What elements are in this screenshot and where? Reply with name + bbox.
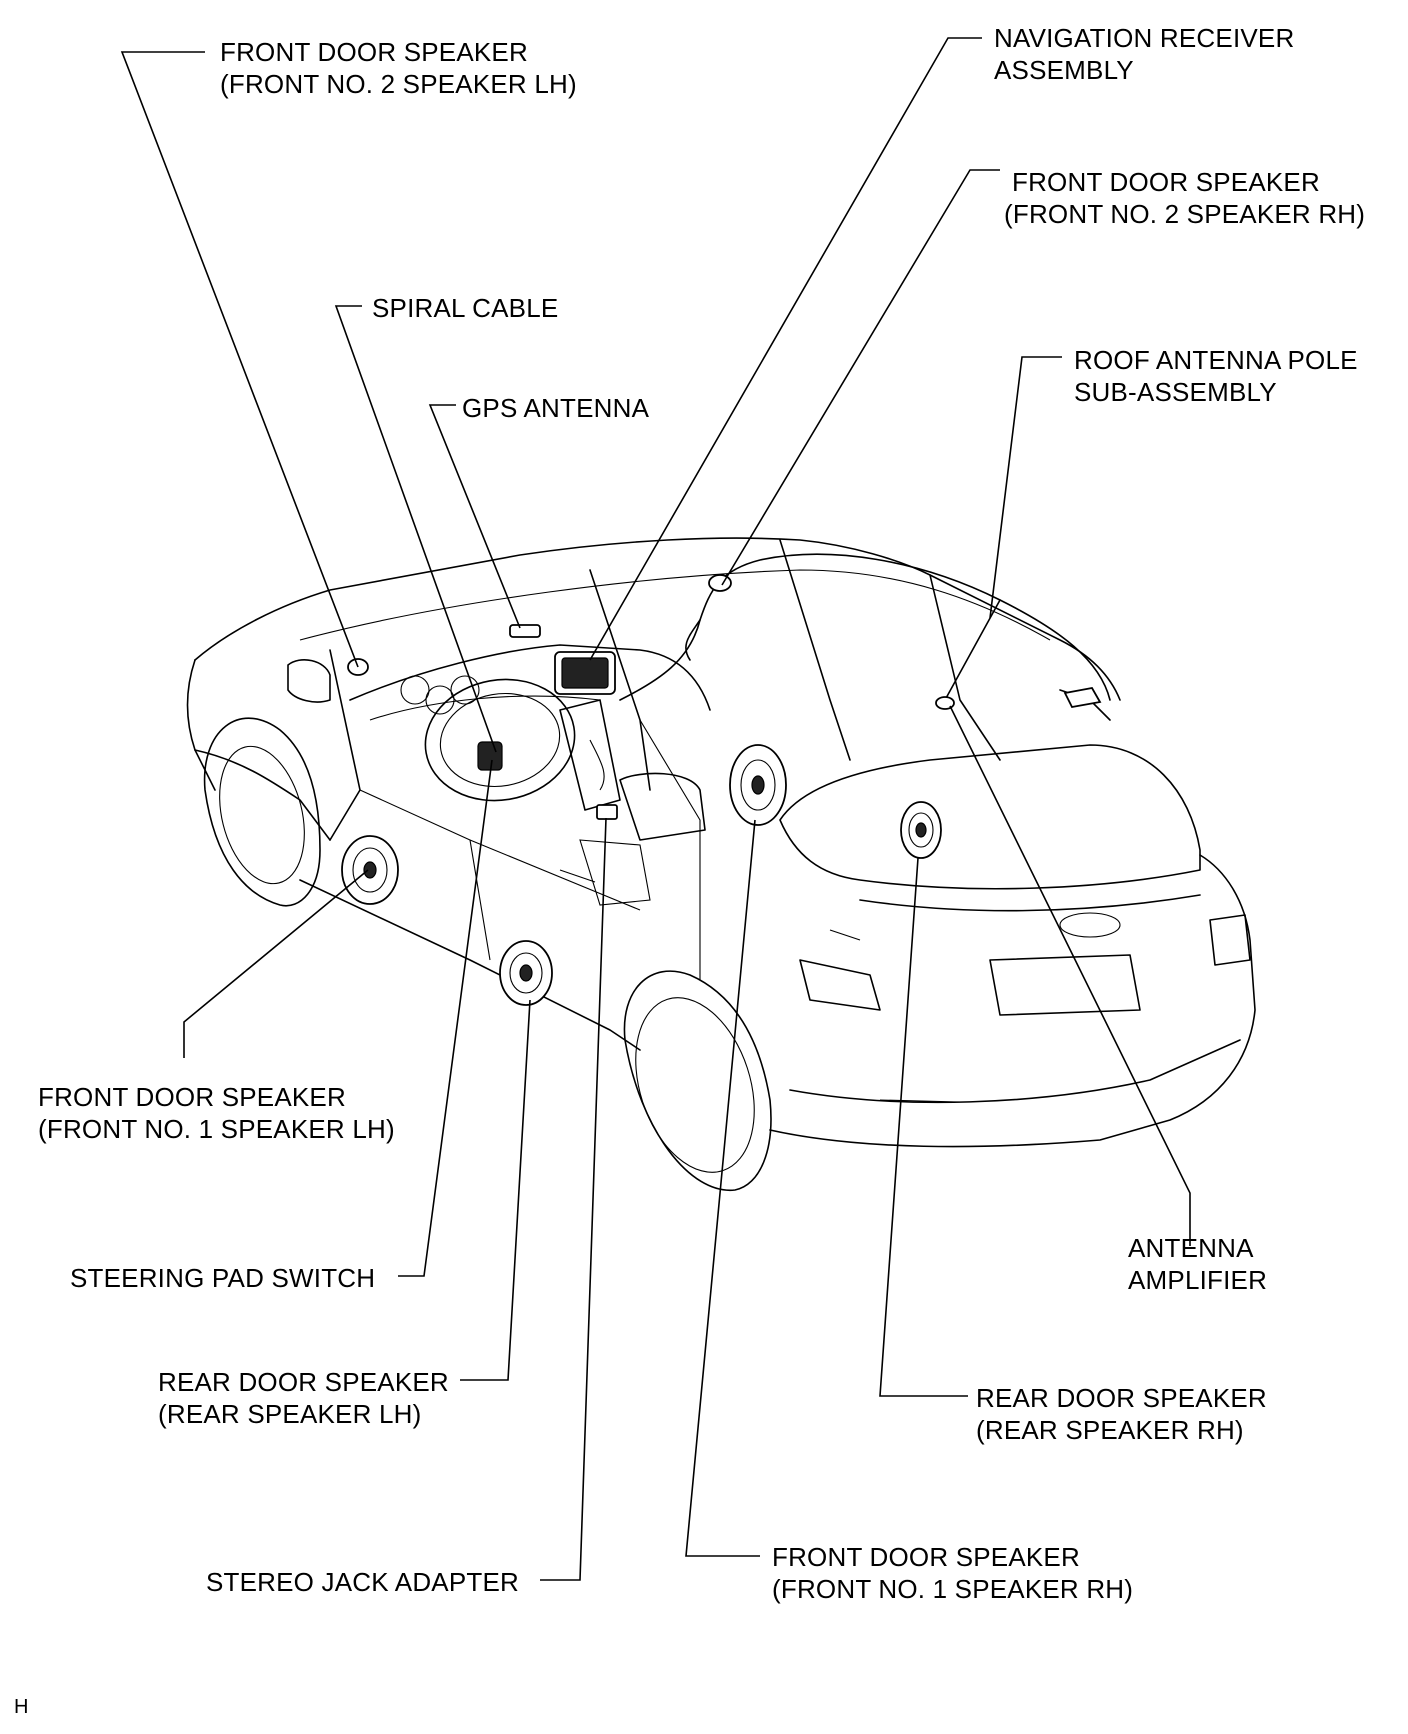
callout-front-door-speaker-front-no2-rh: FRONT DOOR SPEAKER (FRONT NO. 2 SPEAKER … — [1004, 166, 1365, 230]
callout-front-door-speaker-front-no1-rh: FRONT DOOR SPEAKER (FRONT NO. 1 SPEAKER … — [772, 1541, 1133, 1605]
callout-line: GPS ANTENNA — [462, 393, 650, 423]
callout-line: FRONT DOOR SPEAKER — [38, 1082, 346, 1112]
callout-line: FRONT DOOR SPEAKER — [220, 37, 528, 67]
antenna-cable-harness — [619, 553, 1111, 721]
callout-line: (FRONT NO. 1 SPEAKER RH) — [772, 1574, 1134, 1604]
callout-line: ROOF ANTENNA POLE — [1074, 345, 1358, 375]
interior-outline — [349, 624, 711, 906]
front-no2-speaker-rh-icon — [708, 574, 732, 592]
callout-line: STEREO JACK ADAPTER — [206, 1567, 519, 1597]
callout-line: (REAR SPEAKER LH) — [158, 1399, 422, 1429]
callout-spiral-cable: SPIRAL CABLE — [372, 292, 558, 324]
callout-line: SUB-ASSEMBLY — [1074, 377, 1277, 407]
callout-line: (FRONT NO. 1 SPEAKER LH) — [38, 1114, 395, 1144]
callout-line: (FRONT NO. 2 SPEAKER LH) — [220, 69, 577, 99]
callout-stereo-jack-adapter: STEREO JACK ADAPTER — [206, 1566, 519, 1598]
callout-steering-pad-switch: STEERING PAD SWITCH — [70, 1262, 375, 1294]
callout-line: ASSEMBLY — [994, 55, 1134, 85]
antenna-amplifier-icon — [1063, 686, 1102, 709]
callout-navigation-receiver-assembly: NAVIGATION RECEIVER ASSEMBLY — [994, 22, 1294, 86]
callout-roof-antenna-pole-sub-assembly: ROOF ANTENNA POLE SUB-ASSEMBLY — [1074, 344, 1358, 408]
callout-gps-antenna: GPS ANTENNA — [462, 392, 649, 424]
callout-rear-door-speaker-lh: REAR DOOR SPEAKER (REAR SPEAKER LH) — [158, 1366, 449, 1430]
rear-speaker-lh-icon — [499, 940, 553, 1006]
components — [341, 574, 1102, 1006]
callout-front-door-speaker-front-no2-lh: FRONT DOOR SPEAKER (FRONT NO. 2 SPEAKER … — [220, 36, 577, 100]
front-no1-speaker-rh-icon — [729, 744, 787, 826]
callout-line: NAVIGATION RECEIVER — [994, 23, 1295, 53]
callout-antenna-amplifier: ANTENNA AMPLIFIER — [1128, 1232, 1267, 1296]
callout-line: FRONT DOOR SPEAKER — [1012, 167, 1320, 197]
callout-rear-door-speaker-rh: REAR DOOR SPEAKER (REAR SPEAKER RH) — [976, 1382, 1267, 1446]
leader-lines — [120, 37, 1191, 1581]
callout-line: AMPLIFIER — [1128, 1265, 1268, 1295]
callout-line: REAR DOOR SPEAKER — [158, 1367, 449, 1397]
figure-corner-mark: H — [14, 1696, 29, 1718]
rear-speaker-rh-icon — [900, 801, 942, 859]
callout-line: SPIRAL CABLE — [372, 293, 559, 323]
callout-line: REAR DOOR SPEAKER — [976, 1383, 1267, 1413]
roof-antenna-pole-icon — [944, 599, 1001, 701]
callout-line: (REAR SPEAKER RH) — [976, 1415, 1244, 1445]
callout-front-door-speaker-front-no1-lh: FRONT DOOR SPEAKER (FRONT NO. 1 SPEAKER … — [38, 1081, 395, 1145]
callout-line: STEERING PAD SWITCH — [70, 1263, 376, 1293]
car-body-outline — [186, 537, 1256, 1191]
front-no1-speaker-lh-icon — [341, 835, 399, 905]
callout-line: FRONT DOOR SPEAKER — [772, 1542, 1080, 1572]
callout-line: ANTENNA — [1128, 1233, 1254, 1263]
callout-line: (FRONT NO. 2 SPEAKER RH) — [1004, 199, 1366, 229]
